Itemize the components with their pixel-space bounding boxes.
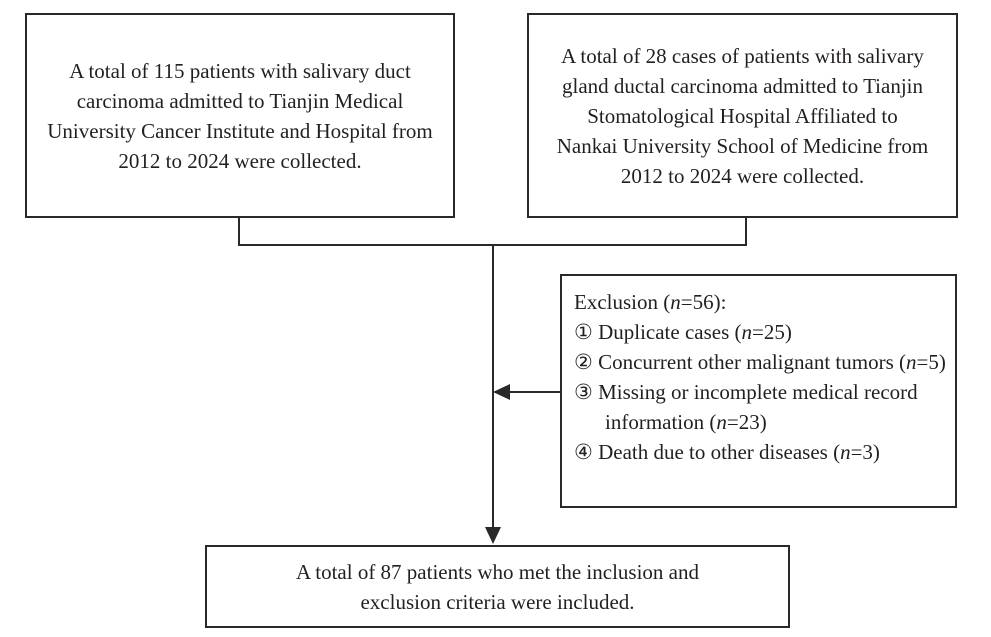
source-right-box: A total of 28 cases of patients with sal…: [527, 13, 958, 218]
left-arrowhead-icon: [493, 384, 510, 400]
connector-stub-left: [238, 218, 240, 246]
exclusion-item-concurrent-tumors: ② Concurrent other malignant tumors (n=5…: [574, 350, 946, 374]
exclusion-item-missing-records: ③ Missing or incomplete medical record i…: [574, 380, 918, 434]
source-left-text: A total of 115 patients with salivary du…: [47, 58, 433, 173]
down-arrowhead-icon: [485, 527, 501, 544]
exclusion-item-duplicate-cases: ① Duplicate cases (n=25): [574, 320, 792, 344]
source-right-text: A total of 28 cases of patients with sal…: [556, 43, 929, 188]
source-left-box: A total of 115 patients with salivary du…: [25, 13, 455, 218]
exclusion-arrow-line: [509, 391, 560, 393]
exclusion-box: Exclusion (n=56): ① Duplicate cases (n=2…: [560, 274, 957, 508]
connector-stub-right: [745, 218, 747, 246]
exclusion-item-death-other-diseases: ④ Death due to other diseases (n=3): [574, 440, 880, 464]
result-text: A total of 87 patients who met the inclu…: [295, 559, 700, 614]
exclusion-title: Exclusion (n=56):: [574, 290, 727, 314]
result-box: A total of 87 patients who met the inclu…: [205, 545, 790, 628]
